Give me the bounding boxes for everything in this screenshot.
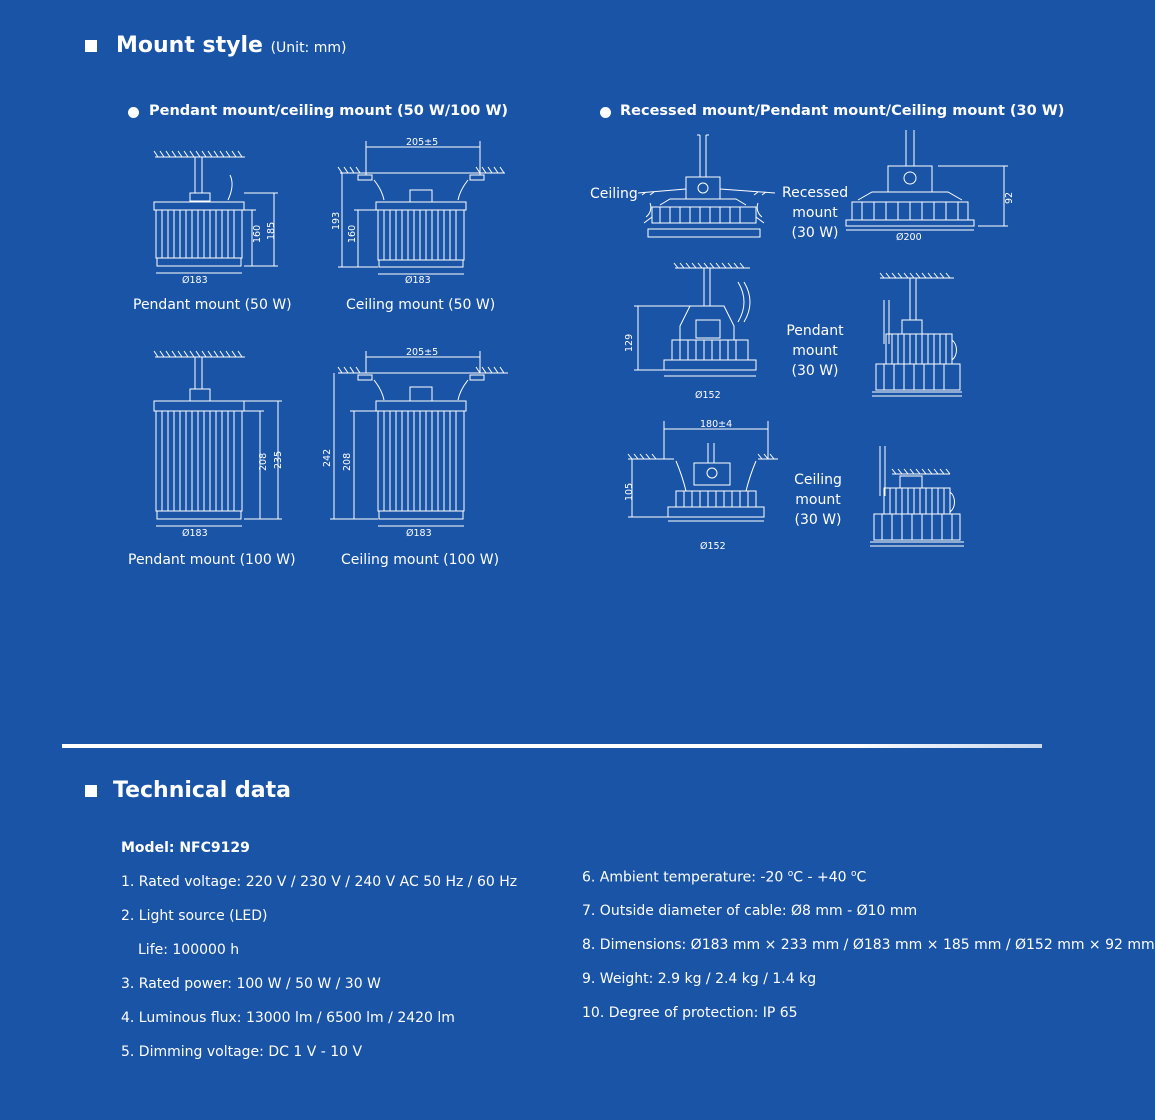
section-bullet-square (85, 40, 97, 52)
p100-h2: 235 (273, 451, 284, 469)
c100-dia: Ø183 (406, 528, 432, 539)
c50-width: 205±5 (406, 137, 438, 148)
ambient-prefix: 6. Ambient temperature: -20 (582, 869, 788, 886)
left-heading-bullet (128, 107, 139, 118)
label-recessed-line-1: Recessed (782, 185, 849, 201)
ceiling-100w-drawing: 205±5 Ø183 242 208 (322, 347, 508, 539)
label-ceiling-line-2: mount (795, 492, 841, 508)
c50-dia: Ø183 (405, 275, 431, 286)
spec-dimming-voltage: 5. Dimming voltage: DC 1 V - 10 V (121, 1044, 363, 1060)
pendant-30w-front-drawing: Ø152 129 (624, 262, 757, 401)
caption-ceiling-50w: Ceiling mount (50 W) (346, 297, 496, 313)
c100-h1: 242 (322, 449, 333, 467)
p100-dia: Ø183 (182, 528, 208, 539)
label-recessed-line-2: mount (792, 205, 838, 221)
degree-sign-1: o (787, 869, 794, 879)
label-pendant-line-3: (30 W) (791, 363, 839, 379)
spec-rated-power: 3. Rated power: 100 W / 50 W / 30 W (121, 976, 381, 992)
label-recessed-line-3: (30 W) (791, 225, 839, 241)
recessed-30w-dimension-drawing: Ø200 92 (845, 130, 1015, 243)
p100-h1: 208 (258, 453, 269, 471)
mount-style-title: Mount style (Unit: mm) (116, 33, 346, 58)
spec-rated-voltage: 1. Rated voltage: 220 V / 230 V / 240 V … (121, 874, 518, 890)
ceiling-30w-side-drawing (870, 446, 964, 547)
pendant-50w-drawing: Ø183 160 185 (153, 150, 278, 286)
spec-cable-diameter: 7. Outside diameter of cable: Ø8 mm - Ø1… (582, 903, 918, 919)
model-label: Model: NFC9129 (121, 840, 250, 856)
c50-h1: 193 (331, 212, 342, 230)
pendant-100w-drawing: Ø183 208 235 (153, 350, 284, 539)
degree-sign-2: o (850, 869, 857, 879)
left-subheading: Pendant mount/ceiling mount (50 W/100 W) (149, 103, 509, 119)
c100-width: 205±5 (406, 347, 438, 358)
c100-h2: 208 (342, 453, 353, 471)
spec-dimensions: 8. Dimensions: Ø183 mm × 233 mm / Ø183 m… (582, 937, 1155, 953)
ambient-suffix: C (856, 869, 867, 886)
ambient-mid: C - +40 (793, 869, 851, 886)
p50-h1: 160 (252, 225, 263, 243)
caption-ceiling-100w: Ceiling mount (100 W) (341, 552, 500, 568)
caption-pendant-50w: Pendant mount (50 W) (133, 297, 292, 313)
pend30-dia: Ø152 (695, 390, 721, 401)
p50-h2: 185 (266, 222, 277, 240)
unit-label: (Unit: mm) (270, 40, 347, 56)
spec-light-source: 2. Light source (LED) (121, 908, 268, 924)
label-ceiling-mount: Ceiling mount (30 W) (785, 470, 851, 530)
p50-dia: Ø183 (182, 275, 208, 286)
section-bullet-square (85, 785, 97, 797)
rec-h: 92 (1004, 192, 1015, 204)
section-divider (62, 744, 1042, 748)
rec-dia: Ø200 (896, 232, 922, 243)
ceil30-dia: Ø152 (700, 541, 726, 552)
ceiling-30w-front-drawing: 180±4 Ø152 105 (624, 419, 778, 552)
spec-life: Life: 100000 h (138, 942, 240, 958)
spec-weight: 9. Weight: 2.9 kg / 2.4 kg / 1.4 kg (582, 971, 817, 987)
recessed-30w-installed-drawing (637, 134, 776, 238)
label-pendant-line-2: mount (792, 343, 838, 359)
label-ceiling-line-1: Ceiling (794, 472, 842, 488)
ceiling-50w-drawing: 205±5 Ø183 193 160 (331, 137, 505, 286)
right-heading-bullet (600, 107, 611, 118)
pend30-h: 129 (624, 334, 635, 352)
label-pendant-mount: Pendant mount (30 W) (782, 321, 848, 381)
caption-pendant-100w: Pendant mount (100 W) (128, 552, 296, 568)
label-ceiling-line-3: (30 W) (794, 512, 842, 528)
label-recessed-mount: Recessed mount (30 W) (782, 183, 848, 243)
ceil30-h: 105 (624, 483, 635, 501)
label-pendant-line-1: Pendant (786, 323, 844, 339)
mount-style-title-text: Mount style (116, 33, 263, 58)
right-subheading: Recessed mount/Pendant mount/Ceiling mou… (620, 103, 1065, 119)
technical-data-title: Technical data (113, 778, 291, 803)
spec-luminous-flux: 4. Luminous flux: 13000 lm / 6500 lm / 2… (121, 1010, 455, 1026)
c50-h2: 160 (347, 225, 358, 243)
spec-ambient-temperature: 6. Ambient temperature: -20 oC - +40 oC (582, 869, 866, 886)
pendant-30w-side-drawing (872, 272, 962, 397)
ceil30-width: 180±4 (700, 419, 732, 430)
label-ceiling: Ceiling (590, 186, 638, 202)
spec-protection: 10. Degree of protection: IP 65 (582, 1005, 798, 1021)
